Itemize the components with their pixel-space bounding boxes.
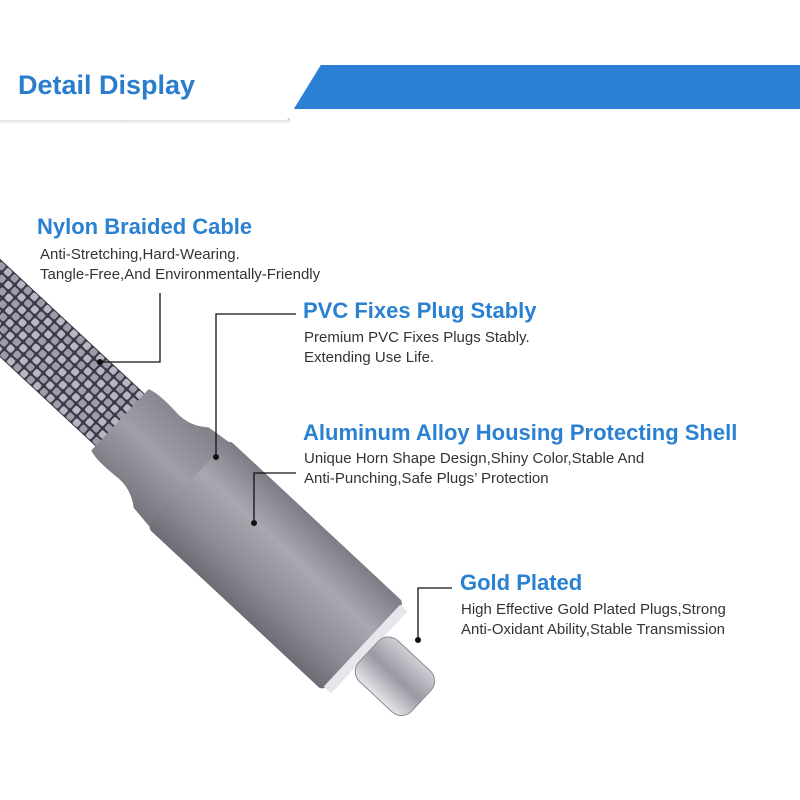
feature-title-nylon: Nylon Braided Cable	[37, 214, 253, 239]
desc-line: Tangle-Free,And Environmentally-Friendly	[40, 266, 321, 283]
feature-desc-pvc: Premium PVC Fixes Plugs Stably. Extendin…	[304, 328, 530, 368]
header-tab	[0, 50, 330, 120]
aluminum-housing	[149, 441, 402, 689]
desc-line: Unique Horn Shape Design,Shiny Color,Sta…	[304, 450, 645, 467]
feature-desc-nylon: Anti-Stretching,Hard-Wearing. Tangle-Fre…	[40, 245, 320, 285]
pvc-strain-relief	[91, 389, 229, 528]
callout-lines	[100, 293, 452, 640]
desc-line: Anti-Oxidant Ability,Stable Transmission	[461, 621, 726, 638]
feature-title-gold: Gold Plated	[460, 570, 583, 595]
desc-line: Premium PVC Fixes Plugs Stably.	[304, 329, 530, 346]
desc-line: Extending Use Life.	[304, 349, 435, 366]
header-band	[290, 65, 800, 109]
callout-dots	[97, 359, 421, 643]
housing-ring	[323, 604, 408, 694]
braided-cable	[0, 253, 156, 457]
feature-desc-aluminum: Unique Horn Shape Design,Shiny Color,Sta…	[304, 449, 644, 489]
feature-title-aluminum: Aluminum Alloy Housing Protecting Shell	[303, 420, 738, 445]
desc-line: Anti-Stretching,Hard-Wearing.	[40, 246, 240, 263]
feature-title-pvc: PVC Fixes Plug Stably	[303, 298, 537, 323]
desc-line: High Effective Gold Plated Plugs,Strong	[461, 601, 726, 618]
desc-line: Anti-Punching,Safe Plugs’ Protection	[304, 470, 549, 487]
header-tab-shadow	[0, 118, 290, 124]
usb-c-plug	[354, 636, 436, 716]
page-title: Detail Display	[18, 70, 196, 100]
feature-desc-gold: High Effective Gold Plated Plugs,Strong …	[461, 600, 726, 640]
